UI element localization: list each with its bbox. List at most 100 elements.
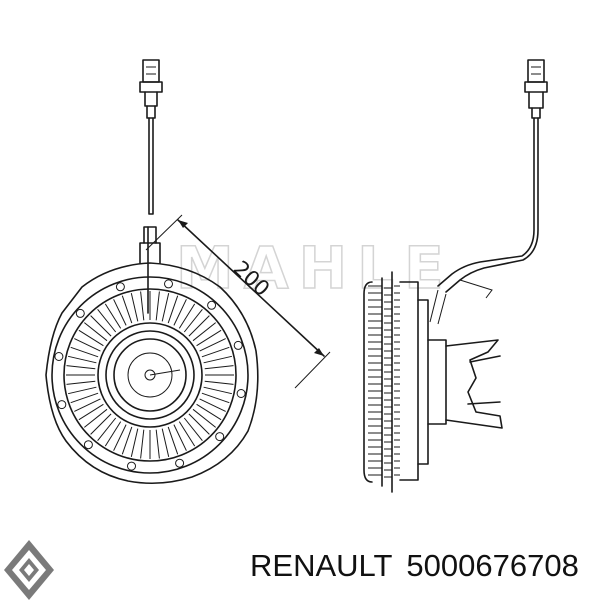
side-fin [368, 362, 400, 366]
cooling-fin [74, 338, 101, 352]
side-fin [368, 439, 400, 443]
mounting-bolts [54, 279, 246, 471]
cooling-fin [90, 315, 112, 337]
side-fin [368, 369, 400, 373]
cooling-fin [104, 303, 122, 329]
cooling-fin [203, 386, 233, 395]
cooling-fin [183, 417, 203, 442]
cooling-fin [188, 315, 210, 337]
side-fin [368, 453, 400, 457]
cooling-fin [199, 338, 226, 352]
cooling-fin [188, 413, 210, 435]
front-view-clutch [45, 226, 259, 485]
cooling-fin [192, 408, 217, 428]
part-caption: RENAULT 5000676708 [250, 548, 595, 584]
side-fin [368, 474, 400, 478]
mounting-bolt [215, 432, 225, 442]
cooling-fin [90, 413, 112, 435]
side-fin [368, 383, 400, 387]
cooling-fin [204, 380, 234, 385]
side-fin [368, 292, 400, 296]
mounting-bolt [57, 400, 67, 410]
side-fin [368, 327, 400, 331]
cooling-fin [201, 392, 230, 404]
renault-logo-icon [4, 540, 54, 600]
side-fin [368, 397, 400, 401]
cooling-fin [196, 329, 222, 347]
side-fin [368, 404, 400, 408]
side-fin [368, 341, 400, 345]
mounting-bolt [175, 458, 185, 468]
cooling-fin [192, 322, 217, 342]
side-fins [368, 285, 400, 478]
cooling-fin [66, 380, 96, 385]
side-view-clutch [363, 271, 503, 493]
mounting-bolt [207, 300, 217, 310]
cooling-fin [204, 365, 234, 370]
cooling-fin [161, 292, 170, 322]
side-fin [368, 460, 400, 464]
side-fin [368, 285, 400, 289]
cooling-fin [130, 428, 139, 458]
cooling-fin [161, 428, 170, 458]
side-fin [368, 348, 400, 352]
cooling-fin [78, 329, 104, 347]
cooling-fin [130, 292, 139, 322]
cooling-fin [199, 398, 226, 412]
brand-name: RENAULT [250, 548, 393, 583]
front-view-sensor [139, 59, 163, 215]
cooling-fin [178, 421, 196, 447]
side-fin [368, 355, 400, 359]
mounting-bolt [127, 461, 136, 471]
cooling-fin [178, 303, 196, 329]
mounting-bolt [75, 308, 85, 318]
cooling-fin [97, 417, 117, 442]
cooling-fin [83, 408, 108, 428]
cooling-fin [167, 426, 179, 455]
cooling-fin [104, 421, 122, 447]
watermark-text: MAHLE [176, 234, 454, 302]
side-fin [368, 418, 400, 422]
mounting-bolt [115, 282, 125, 292]
side-fin [368, 432, 400, 436]
cooling-fin [155, 291, 160, 321]
cooling-fin [70, 346, 99, 358]
cooling-fins [66, 291, 234, 459]
cooling-fin [70, 392, 99, 404]
cooling-fin [97, 308, 117, 333]
cooling-fin [201, 346, 230, 358]
side-fin [368, 299, 400, 303]
side-fin [368, 320, 400, 324]
cooling-fin [83, 322, 108, 342]
side-fin [368, 446, 400, 450]
side-fin [368, 334, 400, 338]
side-fin [368, 313, 400, 317]
mounting-bolt [54, 352, 64, 361]
part-number: 5000676708 [406, 548, 579, 583]
side-fin [368, 467, 400, 471]
side-fin [368, 306, 400, 310]
cooling-fin [203, 355, 233, 364]
cooling-fin [196, 403, 222, 421]
cooling-fin [173, 424, 187, 451]
cooling-fin [140, 429, 145, 459]
side-fin [368, 376, 400, 380]
mounting-bolt [236, 389, 246, 398]
side-fin [368, 390, 400, 394]
cooling-fin [167, 295, 179, 324]
cooling-fin [74, 398, 101, 412]
cooling-fin [155, 429, 160, 459]
cooling-fin [173, 299, 187, 326]
cooling-fin [66, 365, 96, 370]
cooling-fin [78, 403, 104, 421]
cooling-fin [113, 424, 127, 451]
mounting-bolt [83, 440, 93, 450]
cooling-fin [113, 299, 127, 326]
side-view-sensor [437, 59, 548, 293]
mounting-bolt [164, 279, 173, 289]
cooling-fin [67, 386, 97, 395]
cooling-fin [121, 426, 133, 455]
mounting-bolt [233, 340, 243, 350]
